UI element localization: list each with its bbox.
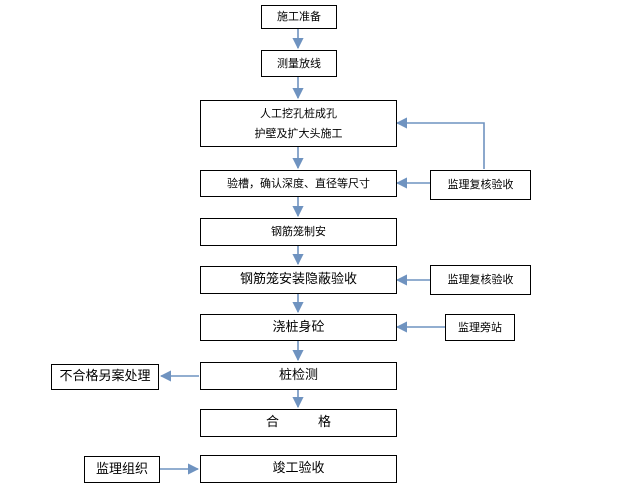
node-supervise-recheck-2: 监理复核验收 xyxy=(430,265,531,295)
node-prep-label: 施工准备 xyxy=(277,10,321,23)
node-supervise-recheck-1: 监理复核验收 xyxy=(430,170,531,200)
node-survey: 测量放线 xyxy=(261,50,337,77)
node-cage-install: 钢筋笼安装隐蔽验收 xyxy=(200,266,397,294)
node-supervise-station: 监理旁站 xyxy=(445,314,515,341)
node-check-trench-label: 验槽，确认深度、直径等尺寸 xyxy=(227,176,370,190)
node-test-label: 桩检测 xyxy=(278,368,318,383)
node-accept-label: 竣工验收 xyxy=(272,461,325,476)
node-supervise-recheck-2-label: 监理复核验收 xyxy=(447,273,514,286)
node-supervise-org: 监理组织 xyxy=(84,456,160,483)
node-fail-handle-label: 不合格另案处理 xyxy=(59,369,151,384)
node-supervise-recheck-1-label: 监理复核验收 xyxy=(447,178,514,191)
node-test: 桩检测 xyxy=(200,362,397,390)
node-check-trench: 验槽，确认深度、直径等尺寸 xyxy=(200,170,397,197)
node-dig-label-1: 人工挖孔桩成孔 xyxy=(260,106,337,120)
node-dig: 人工挖孔桩成孔 护壁及扩大头施工 xyxy=(200,100,397,147)
node-accept: 竣工验收 xyxy=(200,455,397,483)
node-survey-label: 测量放线 xyxy=(277,56,321,70)
node-supervise-org-label: 监理组织 xyxy=(95,461,148,477)
node-pass-label: 合 格 xyxy=(265,415,331,430)
node-pass: 合 格 xyxy=(200,409,397,437)
node-cage-make-label: 钢筋笼制安 xyxy=(271,225,326,238)
node-cage-make: 钢筋笼制安 xyxy=(200,218,397,246)
node-cage-install-label: 钢筋笼安装隐蔽验收 xyxy=(239,272,357,287)
node-supervise-station-label: 监理旁站 xyxy=(458,320,502,334)
node-fail-handle: 不合格另案处理 xyxy=(51,364,159,390)
node-dig-label-2: 护壁及扩大头施工 xyxy=(254,126,343,140)
node-pour-label: 浇桩身砼 xyxy=(272,319,325,335)
node-pour: 浇桩身砼 xyxy=(200,314,397,341)
node-prep: 施工准备 xyxy=(261,5,337,29)
arrow-recheck1-to-dig xyxy=(395,117,485,169)
